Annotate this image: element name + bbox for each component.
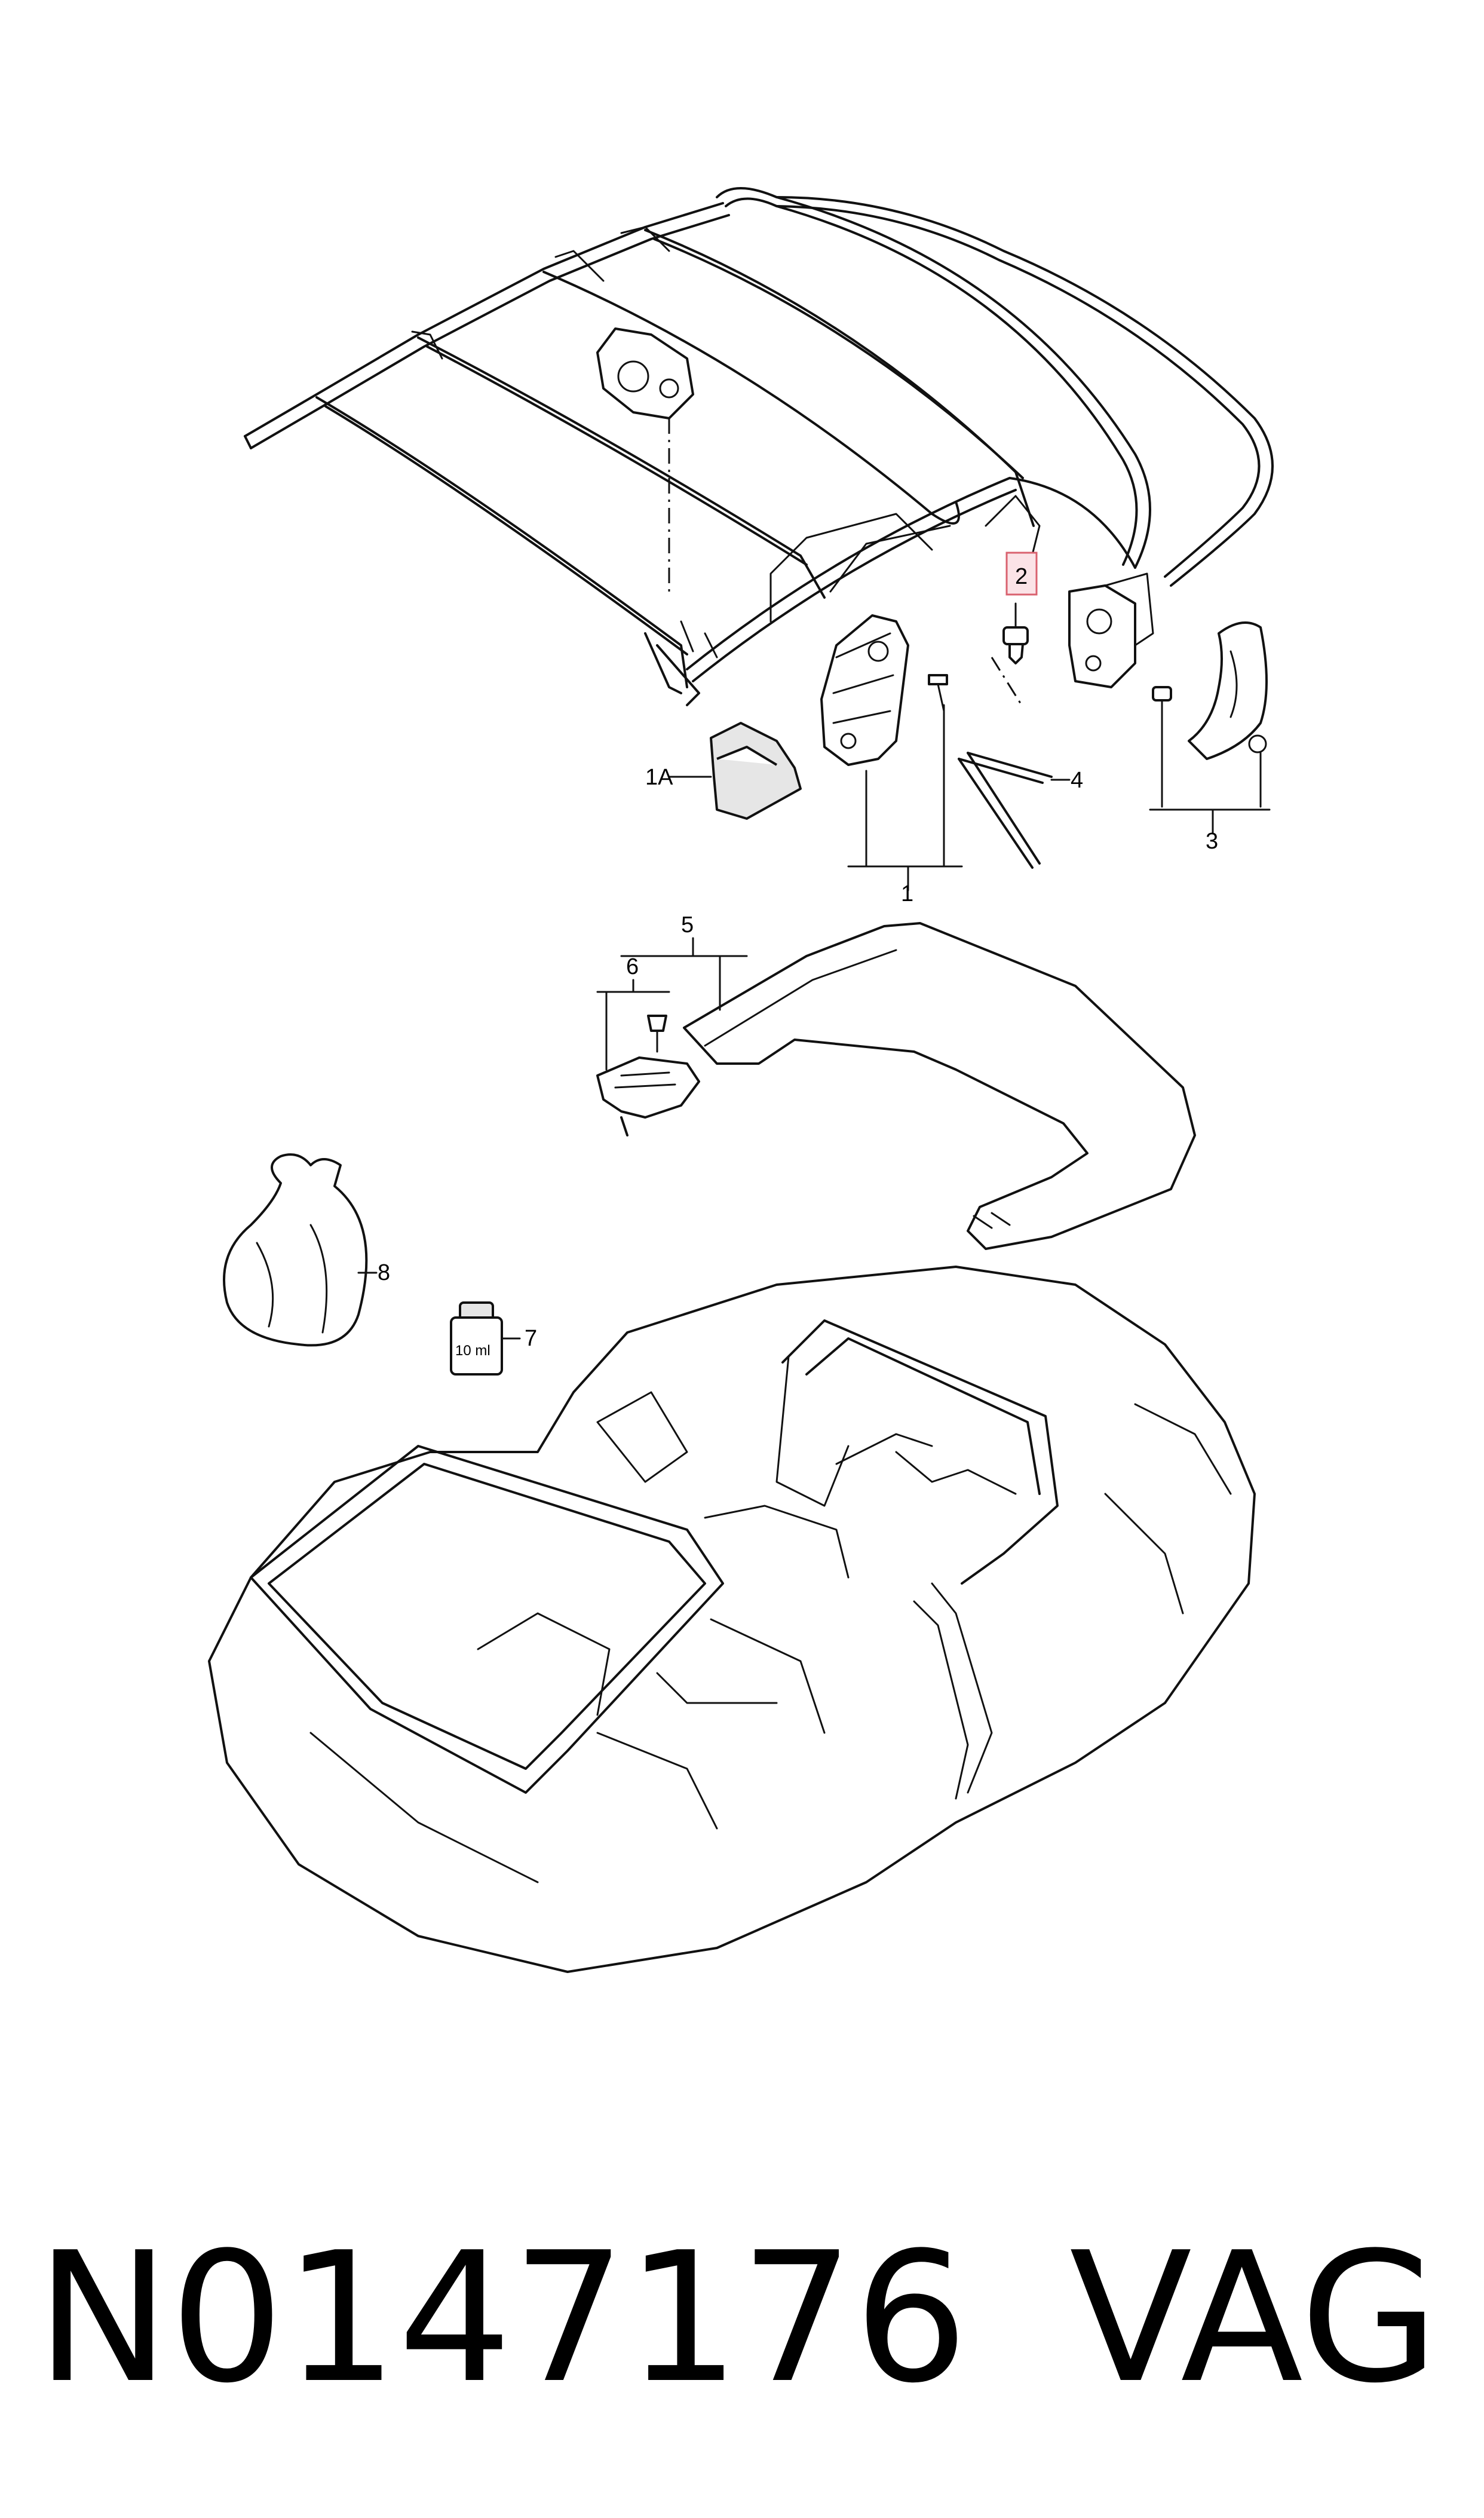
part-7-bottle xyxy=(450,1301,521,1376)
callout-2-label[interactable]: 2 xyxy=(1015,564,1028,589)
part-3-bracket xyxy=(1149,621,1271,835)
car-body xyxy=(208,1266,1256,1973)
part-8-bag xyxy=(223,1153,378,1347)
callout-2-highlight xyxy=(1005,552,1038,596)
callout-7-label[interactable]: 7 xyxy=(525,1326,537,1351)
callout-3-label[interactable]: 3 xyxy=(1206,829,1218,854)
bottle-volume-label: 10 ml xyxy=(455,1343,490,1359)
callout-1a-label[interactable]: 1A xyxy=(645,765,673,790)
part-6-latch xyxy=(596,979,700,1137)
brand-name: VAG xyxy=(1069,2214,1439,2422)
part-5-tonneau-cover xyxy=(620,922,1196,1250)
callout-6-label[interactable]: 6 xyxy=(626,954,639,979)
callout-1-label[interactable]: 1 xyxy=(901,881,913,906)
part-1a-cover xyxy=(668,722,802,820)
part-number: N0147176 xyxy=(36,2214,968,2422)
part-2-bolt xyxy=(1002,584,1136,688)
roof-frame xyxy=(244,187,1274,706)
callout-4-label[interactable]: 4 xyxy=(1071,768,1083,793)
callout-5-label[interactable]: 5 xyxy=(681,912,694,938)
callout-8-label[interactable]: 8 xyxy=(378,1260,390,1285)
part-1-drive-motor xyxy=(820,614,963,892)
exploded-parts-diagram: 1 1A 2 3 4 5 6 7 8 10 ml xyxy=(208,187,1274,1973)
part-4-hex-key xyxy=(958,752,1071,869)
